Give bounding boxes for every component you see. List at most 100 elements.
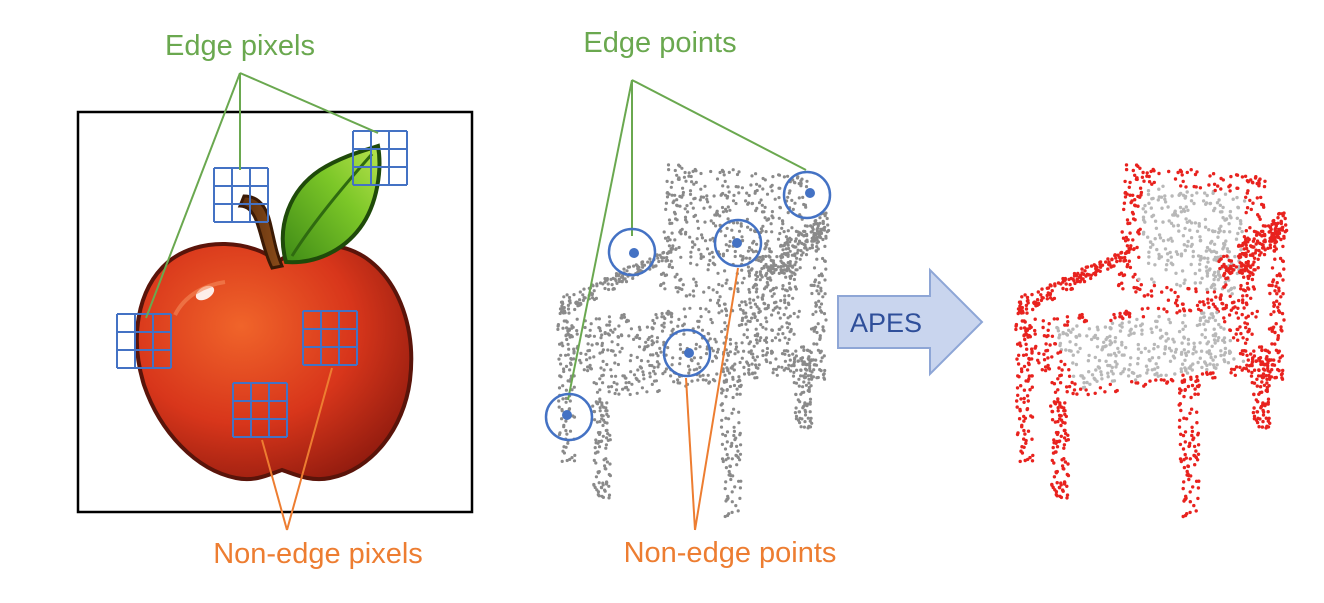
- chair-point: [783, 294, 787, 298]
- sampled-point: [1262, 232, 1267, 237]
- sampled-point: [1040, 295, 1044, 300]
- sampled-point: [1279, 328, 1283, 332]
- sampled-point: [1203, 191, 1207, 195]
- chair-point: [606, 432, 610, 436]
- chair-point: [706, 200, 710, 204]
- sampled-point: [1186, 337, 1191, 342]
- chair-point: [725, 497, 729, 501]
- chair-point: [732, 425, 736, 429]
- sampled-point: [1222, 327, 1226, 331]
- sampled-point: [1071, 391, 1075, 396]
- sampled-point: [1052, 382, 1057, 386]
- chair-point: [824, 236, 828, 240]
- sampled-point: [1034, 344, 1038, 349]
- sampled-point: [1055, 481, 1059, 485]
- sampled-point: [1165, 380, 1170, 384]
- sampled-point: [1154, 378, 1158, 382]
- sampled-point: [1089, 264, 1094, 268]
- sampled-point: [1196, 392, 1200, 396]
- sampled-point: [1276, 350, 1280, 355]
- sampled-point: [1058, 333, 1062, 337]
- sampled-point: [1200, 276, 1204, 280]
- sampled-point: [1152, 280, 1156, 284]
- non-edge-pixels-callout-lines: [261, 367, 333, 531]
- sampled-point: [1188, 411, 1192, 415]
- sampled-point: [1279, 325, 1283, 329]
- sampled-point: [1064, 431, 1068, 436]
- chair-point: [678, 343, 682, 347]
- sampled-point: [1094, 368, 1098, 372]
- chair-point: [749, 305, 753, 309]
- chair-point: [699, 315, 703, 319]
- sampled-point: [1270, 239, 1275, 243]
- sampled-point: [1183, 452, 1187, 457]
- chair-point: [595, 401, 599, 405]
- chair-point: [564, 364, 569, 368]
- chair-point: [711, 261, 715, 265]
- sampled-point: [1156, 365, 1160, 370]
- sampled-point: [1149, 327, 1153, 331]
- chair-point: [804, 185, 809, 189]
- chair-point: [734, 436, 738, 440]
- chair-point: [760, 229, 764, 233]
- sampled-point: [1165, 285, 1169, 290]
- chair-point: [769, 289, 773, 293]
- sampled-point: [1279, 372, 1284, 377]
- chair-point: [737, 375, 741, 379]
- chair-point: [734, 341, 738, 345]
- chair-point: [724, 281, 728, 285]
- sampled-point: [1241, 359, 1246, 363]
- chair-point: [771, 264, 775, 268]
- sampled-point: [1089, 276, 1093, 281]
- sampled-point: [1282, 267, 1286, 271]
- sampled-point: [1211, 172, 1216, 176]
- chair-point: [556, 323, 561, 327]
- apple-image: [134, 143, 414, 481]
- chair-point: [810, 421, 814, 425]
- chair-point: [802, 380, 806, 384]
- sampled-point: [1154, 362, 1158, 366]
- sampled-point: [1030, 374, 1034, 378]
- chair-point: [603, 489, 607, 493]
- chair-point: [724, 466, 729, 470]
- chair-point: [581, 298, 586, 302]
- chair-point: [698, 365, 702, 369]
- chair-point: [566, 303, 571, 307]
- sampled-point: [1141, 215, 1146, 219]
- chair-point: [751, 355, 755, 360]
- chair-point: [749, 349, 753, 353]
- sampled-point: [1245, 353, 1249, 358]
- chair-point: [755, 242, 759, 246]
- sampled-point: [1095, 269, 1100, 273]
- chair-point: [764, 254, 768, 258]
- chair-point: [760, 267, 764, 271]
- sampled-point: [1208, 201, 1213, 206]
- pixel-grids: [116, 130, 408, 438]
- chair-point: [645, 390, 649, 394]
- chair-point: [822, 228, 827, 232]
- sampled-point: [1202, 303, 1206, 307]
- sampled-point: [1165, 263, 1169, 267]
- chair-point: [786, 264, 791, 268]
- chair-point: [699, 195, 703, 199]
- chair-point: [795, 256, 799, 260]
- chair-point: [796, 359, 801, 363]
- sampled-point: [1250, 311, 1254, 316]
- sampled-point: [1261, 375, 1266, 379]
- sampled-point: [1162, 378, 1166, 382]
- sampled-point: [1108, 342, 1112, 347]
- sampled-point: [1234, 332, 1238, 336]
- sampled-point: [1241, 288, 1246, 292]
- chair-point: [568, 368, 572, 372]
- chair-point: [642, 263, 647, 267]
- sampled-point: [1253, 268, 1257, 272]
- chair-point: [592, 482, 596, 487]
- sampled-point: [1236, 327, 1240, 332]
- sampled-point: [1228, 209, 1233, 214]
- chair-point: [819, 289, 823, 293]
- sampled-point: [1135, 317, 1139, 322]
- sampled-point: [1261, 243, 1265, 247]
- sampled-point: [1193, 271, 1198, 276]
- chair-point: [626, 319, 631, 323]
- chair-point: [747, 368, 751, 372]
